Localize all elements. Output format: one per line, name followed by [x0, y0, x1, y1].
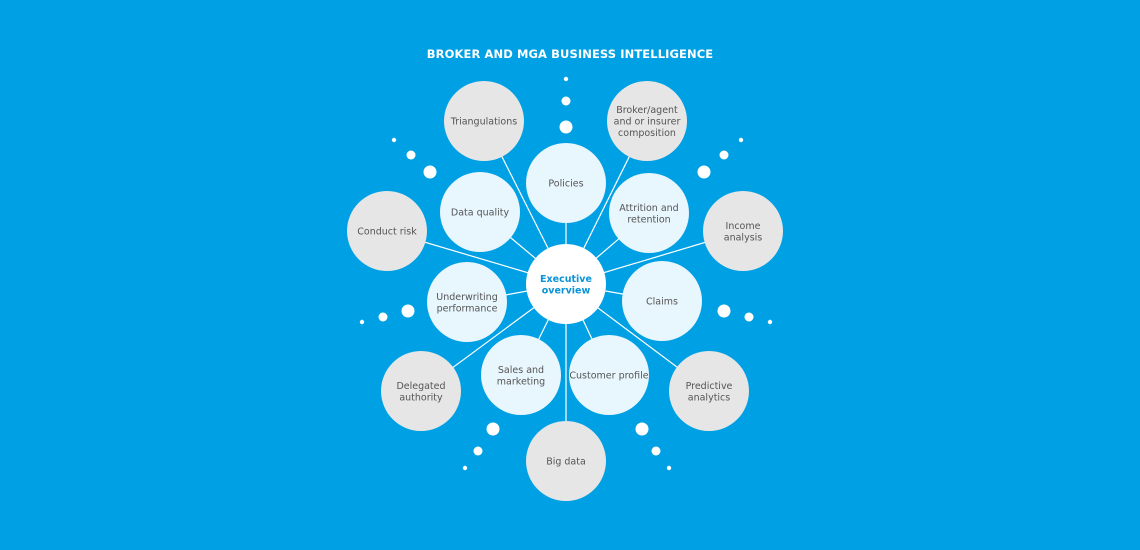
node-customer-profile: Customer profile	[569, 335, 649, 415]
node-attrition-and-retention-circle	[609, 173, 689, 253]
node-executive-overview-label: overview	[542, 285, 591, 296]
node-underwriting-performance-label: Underwriting	[436, 292, 498, 303]
node-data-quality: Data quality	[440, 172, 520, 252]
decorative-dot	[559, 120, 573, 134]
node-conduct-risk-circle	[347, 191, 427, 271]
node-data-quality-circle	[440, 172, 520, 252]
node-triangulations-circle	[444, 81, 524, 161]
node-underwriting-performance-circle	[427, 262, 507, 342]
node-broker-agent-composition-label: Broker/agent	[616, 105, 678, 116]
decorative-dot	[719, 150, 729, 160]
node-conduct-risk-label: Conduct risk	[357, 227, 417, 238]
decorative-dot	[473, 446, 483, 456]
node-broker-agent-composition-label: and or insurer	[614, 117, 681, 128]
decorative-dot	[563, 76, 569, 82]
node-policies: Policies	[526, 143, 606, 223]
decorative-dot	[738, 137, 744, 143]
node-delegated-authority-circle	[381, 351, 461, 431]
node-sales-and-marketing-label: marketing	[497, 376, 545, 387]
node-predictive-analytics-label: analytics	[688, 392, 731, 403]
decorative-dot	[666, 465, 672, 471]
node-income-analysis-label: analysis	[724, 232, 763, 243]
node-customer-profile-label: Customer profile	[569, 371, 648, 382]
decorative-dot	[401, 304, 415, 318]
decorative-dot	[391, 137, 397, 143]
node-claims: Claims	[622, 261, 702, 341]
node-sales-and-marketing-circle	[481, 335, 561, 415]
node-sales-and-marketing-label: Sales and	[498, 365, 544, 376]
node-claims-label: Claims	[646, 297, 678, 308]
node-big-data-label: Big data	[546, 457, 586, 468]
node-executive-overview-circle	[526, 244, 606, 324]
node-delegated-authority-label: authority	[399, 392, 443, 403]
decorative-dot	[717, 304, 731, 318]
decorative-dot	[697, 165, 711, 179]
node-claims-circle	[622, 261, 702, 341]
node-attrition-and-retention-label: retention	[627, 214, 670, 225]
node-policies-circle	[526, 143, 606, 223]
decorative-dot	[744, 312, 754, 322]
node-triangulations: Triangulations	[444, 81, 524, 161]
decorative-dot	[378, 312, 388, 322]
node-predictive-analytics-circle	[669, 351, 749, 431]
decorative-dot	[423, 165, 437, 179]
node-triangulations-label: Triangulations	[450, 117, 518, 128]
decorative-dot	[462, 465, 468, 471]
diagram-title: BROKER AND MGA BUSINESS INTELLIGENCE	[426, 47, 714, 61]
node-attrition-and-retention-label: Attrition and	[619, 203, 678, 214]
decorative-dot	[486, 422, 500, 436]
decorative-dot	[561, 96, 571, 106]
decorative-dots	[359, 76, 773, 471]
node-income-analysis-circle	[703, 191, 783, 271]
node-data-quality-label: Data quality	[451, 208, 510, 219]
node-big-data: Big data	[526, 421, 606, 501]
node-executive-overview-label: Executive	[540, 274, 592, 285]
node-customer-profile-circle	[569, 335, 649, 415]
decorative-dot	[767, 319, 773, 325]
decorative-dot	[406, 150, 416, 160]
node-underwriting-performance-label: performance	[437, 303, 498, 314]
node-delegated-authority-label: Delegated	[396, 381, 445, 392]
node-broker-agent-composition-circle	[607, 81, 687, 161]
node-income-analysis-label: Income	[726, 221, 761, 232]
node-policies-label: Policies	[548, 179, 583, 190]
node-predictive-analytics-label: Predictive	[686, 381, 733, 392]
node-broker-agent-composition-label: composition	[618, 128, 676, 139]
decorative-dot	[635, 422, 649, 436]
node-big-data-circle	[526, 421, 606, 501]
decorative-dot	[359, 319, 365, 325]
node-conduct-risk: Conduct risk	[347, 191, 427, 271]
decorative-dot	[651, 446, 661, 456]
